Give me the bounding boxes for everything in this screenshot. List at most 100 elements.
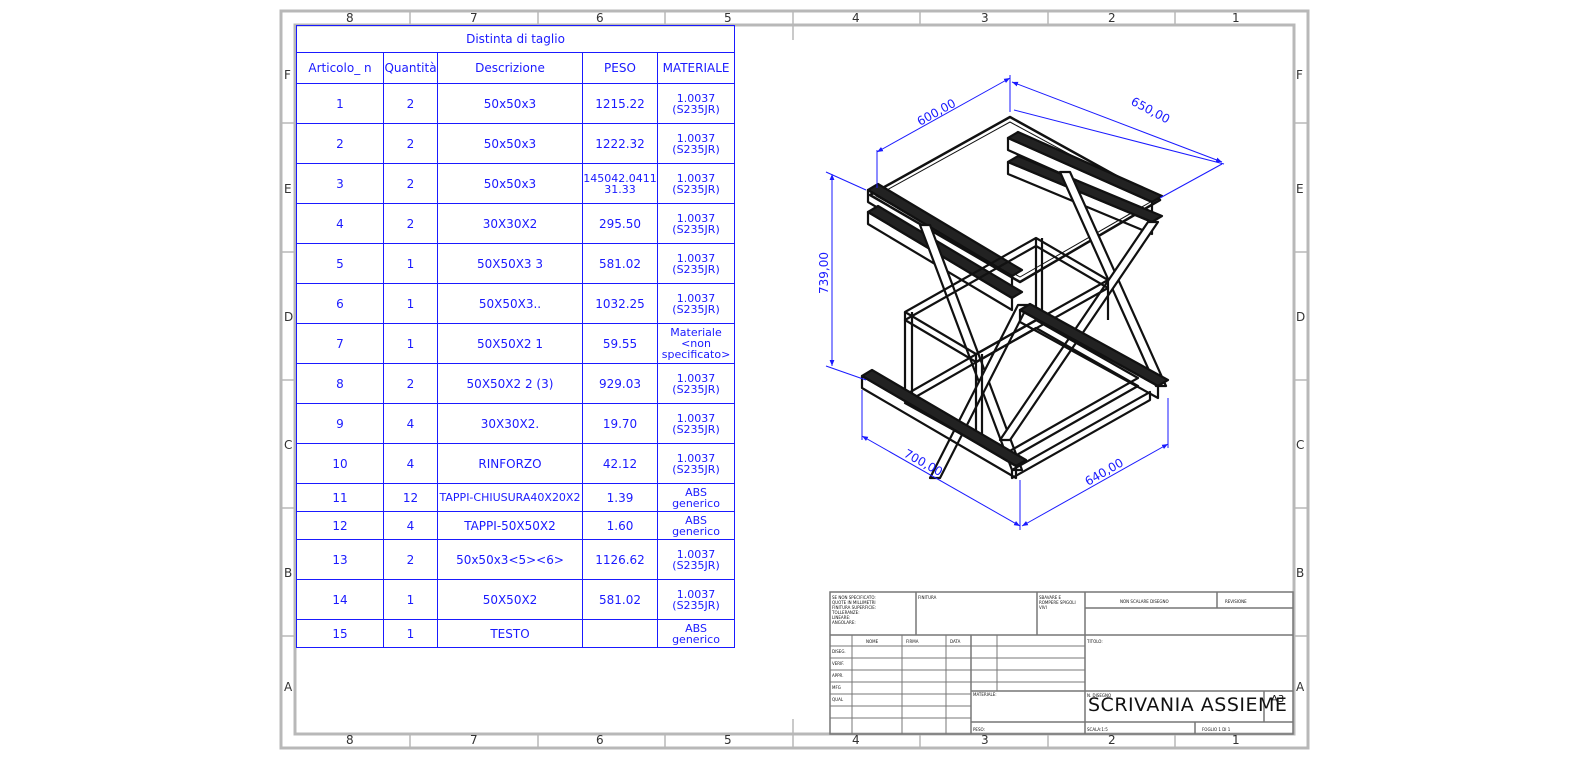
bom-cell-mat: ABS generico <box>656 483 736 512</box>
zone-row-right: D <box>1296 310 1306 324</box>
bom-cell-mat: 1.0037 (S235JR) <box>656 243 736 284</box>
bom-cell-desc: 50X50X2 1 <box>437 323 583 364</box>
zone-col-bottom: 6 <box>596 733 604 747</box>
bom-header-4: MATERIALE <box>656 52 736 84</box>
zone-col-bottom: 7 <box>470 733 478 747</box>
zone-row-left: B <box>284 566 293 580</box>
bom-cell-desc: 50x50x3 <box>437 163 583 204</box>
tb-tolerance-line: FINITURA SUPERFICIE: <box>832 605 877 610</box>
bom-cell-desc: 30X30X2. <box>437 403 583 444</box>
zone-row-right: F <box>1296 68 1303 82</box>
bom-cell-mat: 1.0037 (S235JR) <box>656 403 736 444</box>
tb-row-label: QUAL <box>832 697 844 702</box>
zone-col-top: 4 <box>852 11 860 25</box>
zone-row-left: C <box>284 438 293 452</box>
tb-peso: PESO: <box>973 727 985 732</box>
bom-cell-qty: 1 <box>383 619 438 648</box>
tb-tolerance-line: QUOTE IN MILLIMETRI <box>832 600 876 605</box>
bom-cell-peso: 581.02 <box>582 243 658 284</box>
bom-cell-desc: TESTO <box>437 619 583 648</box>
bom-cell-desc: RINFORZO <box>437 443 583 484</box>
zone-col-top: 8 <box>346 11 354 25</box>
zone-col-top: 6 <box>596 11 604 25</box>
tb-col-firma: FIRMA <box>906 639 919 644</box>
tb-foglio: FOGLIO 1 DI 1 <box>1202 727 1231 732</box>
zone-col-bottom: 2 <box>1108 733 1116 747</box>
bom-cell-mat: ABS generico <box>656 511 736 540</box>
tb-revisione: REVISIONE <box>1225 599 1247 604</box>
tb-finitura: FINITURA <box>918 595 937 600</box>
zone-row-right: C <box>1296 438 1305 452</box>
bom-cell-mat: 1.0037 (S235JR) <box>656 579 736 620</box>
zone-row-left: D <box>284 310 294 324</box>
bom-cell-n: 5 <box>296 243 384 284</box>
bom-cell-peso: 1215.22 <box>582 83 658 124</box>
tb-tolerance-line: LINEARE: <box>832 615 851 620</box>
bom-cell-n: 15 <box>296 619 384 648</box>
bom-cell-n: 9 <box>296 403 384 444</box>
bom-cell-desc: TAPPI-50X50X2 <box>437 511 583 540</box>
bom-cell-qty: 2 <box>383 163 438 204</box>
bom-cell-desc: 50x50x3<5><6> <box>437 539 583 580</box>
bom-cell-desc: TAPPI-CHIUSURA40X20X2 <box>437 483 583 512</box>
bom-cell-qty: 1 <box>383 283 438 324</box>
bom-cell-peso: 1.39 <box>582 483 658 512</box>
tb-no-scale: NON SCALARE DISEGNO <box>1120 599 1169 604</box>
zone-row-left: E <box>284 182 292 196</box>
zone-row-left: F <box>284 68 291 82</box>
tb-tolerance-line: TOLLERANZE: <box>832 610 860 615</box>
tb-col-data: DATA <box>950 639 961 644</box>
tb-col-nome: NOME <box>866 639 879 644</box>
bom-cell-qty: 1 <box>383 323 438 364</box>
bom-cell-peso: 1222.32 <box>582 123 658 164</box>
bom-cell-qty: 2 <box>383 83 438 124</box>
bom-cell-peso: 42.12 <box>582 443 658 484</box>
bom-cell-qty: 2 <box>383 363 438 404</box>
bom-header-3: PESO <box>582 52 658 84</box>
bom-cell-mat: 1.0037 (S235JR) <box>656 539 736 580</box>
bom-cell-mat: 1.0037 (S235JR) <box>656 443 736 484</box>
zone-col-top: 1 <box>1232 11 1240 25</box>
zone-row-left: A <box>284 680 293 694</box>
tb-tolerance-line: SE NON SPECIFICATO: <box>832 595 876 600</box>
sheet-size: A3 <box>1271 694 1285 705</box>
bom-cell-n: 7 <box>296 323 384 364</box>
zone-col-top: 5 <box>724 11 732 25</box>
bom-cell-qty: 4 <box>383 403 438 444</box>
tb-tolerance-line: ANGOLARE: <box>832 620 856 625</box>
zone-col-bottom: 5 <box>724 733 732 747</box>
zone-col-bottom: 1 <box>1232 733 1240 747</box>
bom-cell-qty: 1 <box>383 243 438 284</box>
tb-row-label: VERIF. <box>832 661 845 666</box>
bom-cell-peso <box>582 619 658 648</box>
bom-cell-mat: 1.0037 (S235JR) <box>656 283 736 324</box>
bom-cell-qty: 2 <box>383 123 438 164</box>
zone-col-bottom: 4 <box>852 733 860 747</box>
zone-col-top: 7 <box>470 11 478 25</box>
tb-materiale: MATERIALE: <box>973 692 997 697</box>
drawing-title: SCRIVANIA ASSIEME <box>1088 694 1288 716</box>
bom-cell-peso: 581.02 <box>582 579 658 620</box>
tb-deburr: SBAVARE E ROMPERE SPIGOLI VIVI <box>1039 595 1076 610</box>
bom-cell-peso: 1.60 <box>582 511 658 540</box>
bom-cell-n: 3 <box>296 163 384 204</box>
tb-scala: SCALA:1:5 <box>1087 727 1108 732</box>
tb-row-label: APPR. <box>832 673 844 678</box>
bom-cell-qty: 2 <box>383 203 438 244</box>
bom-cell-peso: 145042.0411 31.33 <box>582 163 658 204</box>
bom-cell-desc: 50X50X2 2 (3) <box>437 363 583 404</box>
zone-col-bottom: 3 <box>981 733 989 747</box>
bom-cell-desc: 50X50X2 <box>437 579 583 620</box>
bom-cell-desc: 50X50X3 3 <box>437 243 583 284</box>
